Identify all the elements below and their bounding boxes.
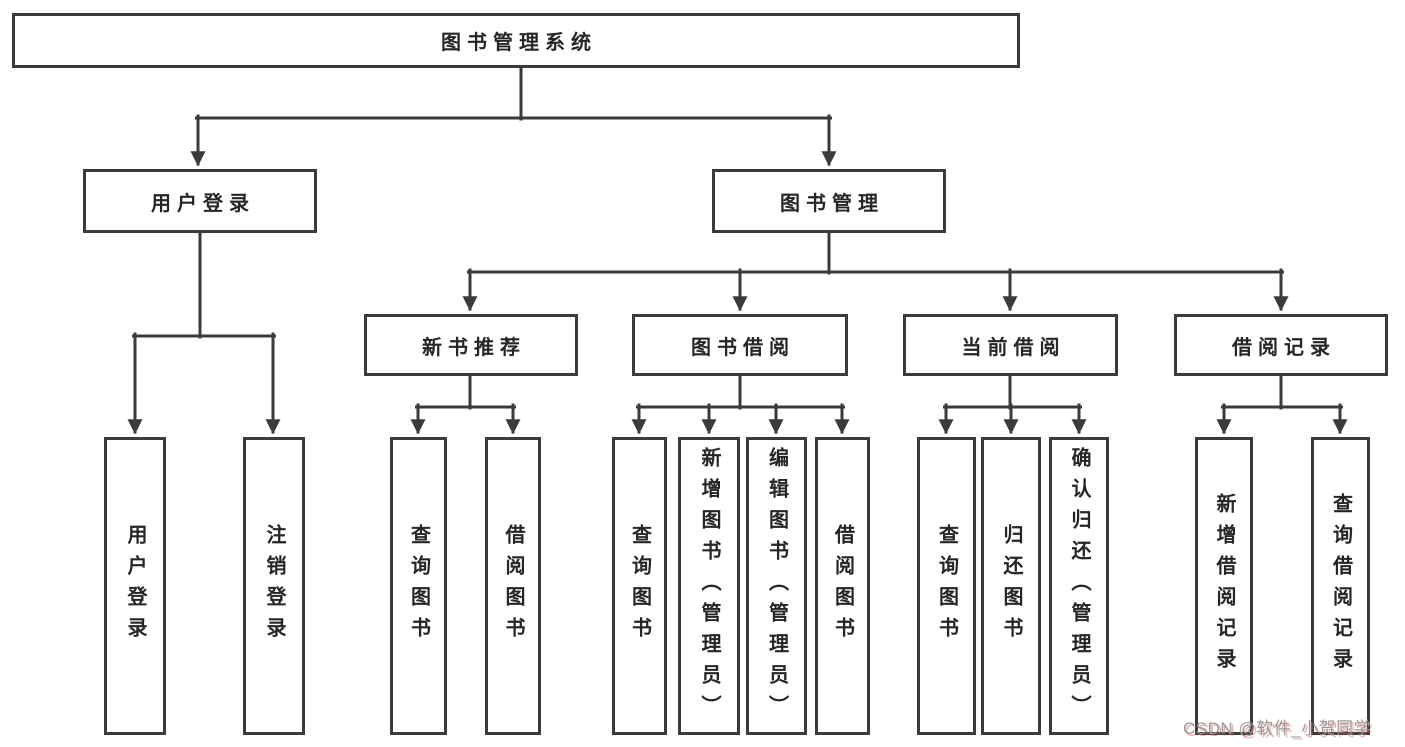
csdn-watermark: CSDN @软件_小贺同学 [1183, 719, 1372, 738]
leaf-query-books-current: 查询图书 [917, 437, 976, 735]
leaf-query-borrow-record: 查询借阅记录 [1311, 437, 1370, 735]
node-current-borrow: 当前借阅 [903, 314, 1118, 376]
leaf-query-books-borrow: 查询图书 [612, 437, 667, 735]
leaf-confirm-return-admin: 确认归还（管理员） [1049, 437, 1109, 735]
node-user-login: 用户登录 [83, 169, 317, 233]
leaf-logout-login: 注销登录 [243, 437, 305, 735]
node-new-book-recommend: 新书推荐 [364, 314, 578, 376]
leaf-add-book-admin: 新增图书（管理员） [678, 437, 740, 735]
leaf-borrow-books: 借阅图书 [815, 437, 870, 735]
leaf-query-books-recommend: 查询图书 [390, 437, 447, 735]
leaf-add-borrow-record: 新增借阅记录 [1195, 437, 1253, 735]
node-book-borrow: 图书借阅 [632, 314, 848, 376]
leaf-edit-book-admin: 编辑图书（管理员） [746, 437, 807, 735]
leaf-user-login: 用户登录 [104, 437, 166, 735]
node-book-management: 图书管理 [712, 169, 946, 233]
leaf-return-books: 归还图书 [981, 437, 1041, 735]
node-borrow-records: 借阅记录 [1174, 314, 1388, 376]
node-library-management-system: 图书管理系统 [12, 13, 1020, 68]
leaf-borrow-books-recommend: 借阅图书 [485, 437, 541, 735]
